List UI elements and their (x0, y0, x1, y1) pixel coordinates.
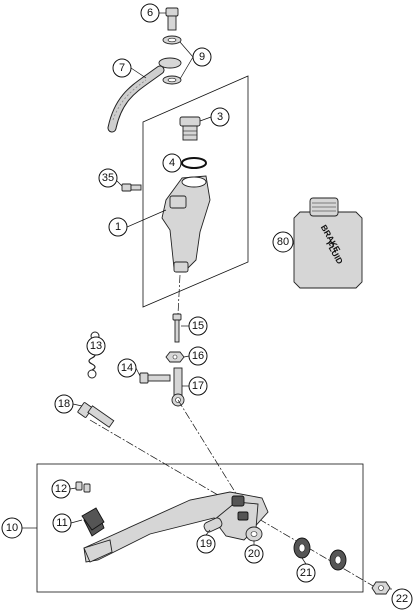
callout-3: 3 (210, 107, 230, 127)
axis-line-pushrod (177, 399, 241, 501)
callout-10-label: 10 (6, 522, 18, 534)
leader-lines (22, 12, 392, 590)
small-parts-12 (75, 481, 91, 493)
callout-16: 16 (188, 346, 208, 366)
sleeve-19 (203, 517, 223, 533)
callout-20: 20 (244, 544, 264, 564)
callout-1: 1 (108, 217, 128, 237)
callout-12: 12 (51, 479, 71, 499)
callout-4-label: 4 (169, 157, 175, 169)
axis-line-cylinder (177, 274, 181, 315)
pin-14 (139, 372, 171, 384)
callout-3-label: 3 (217, 111, 223, 123)
callout-18-label: 18 (58, 398, 70, 410)
callout-11-label: 11 (56, 517, 67, 529)
sealing-rings (162, 35, 182, 85)
reservoir-cap (179, 116, 201, 141)
callout-22: 22 (391, 588, 413, 610)
callout-11: 11 (52, 513, 72, 533)
banjo-bolt (165, 7, 179, 31)
bearing-21 (293, 537, 347, 571)
step-plate-11 (81, 507, 105, 531)
master-cylinder-frame (142, 75, 249, 308)
master-cylinder (161, 175, 211, 273)
callout-6-label: 6 (147, 7, 153, 19)
callout-35-label: 35 (102, 172, 114, 184)
callout-18: 18 (54, 394, 74, 414)
callout-21: 21 (296, 563, 316, 583)
callout-22-label: 22 (396, 593, 408, 605)
brake-fluid-bottle: BRAKE FLUID (293, 197, 363, 289)
brake-hose (107, 57, 182, 133)
pushrod-screw (172, 313, 182, 343)
callout-4: 4 (162, 153, 182, 173)
callout-15: 15 (188, 316, 208, 336)
callout-10: 10 (1, 517, 23, 539)
callout-20-label: 20 (248, 548, 260, 560)
callout-14-label: 14 (121, 362, 133, 374)
nut-22 (371, 581, 391, 595)
o-ring (181, 157, 207, 169)
callout-17-label: 17 (192, 380, 204, 392)
callout-9-label: 9 (199, 51, 205, 63)
callout-16-label: 16 (192, 350, 204, 362)
washer-20 (245, 526, 263, 542)
callout-1-label: 1 (115, 221, 121, 233)
screw-35 (121, 183, 142, 192)
callout-9: 9 (192, 47, 212, 67)
nut-16 (165, 351, 185, 363)
callout-80: 80 (272, 231, 294, 253)
callout-14: 14 (117, 358, 137, 378)
callout-12-label: 12 (55, 483, 67, 495)
callout-7-label: 7 (119, 62, 125, 74)
callout-35: 35 (98, 168, 118, 188)
callout-13-label: 13 (90, 340, 102, 352)
callout-17: 17 (188, 376, 208, 396)
callout-19: 19 (196, 534, 216, 554)
callout-6: 6 (140, 3, 160, 23)
callout-80-label: 80 (277, 236, 289, 248)
callout-13: 13 (86, 336, 106, 356)
callout-21-label: 21 (300, 567, 312, 579)
callout-15-label: 15 (192, 320, 204, 332)
callout-7: 7 (112, 58, 132, 78)
bolt-18 (77, 402, 115, 428)
callout-19-label: 19 (200, 538, 212, 550)
